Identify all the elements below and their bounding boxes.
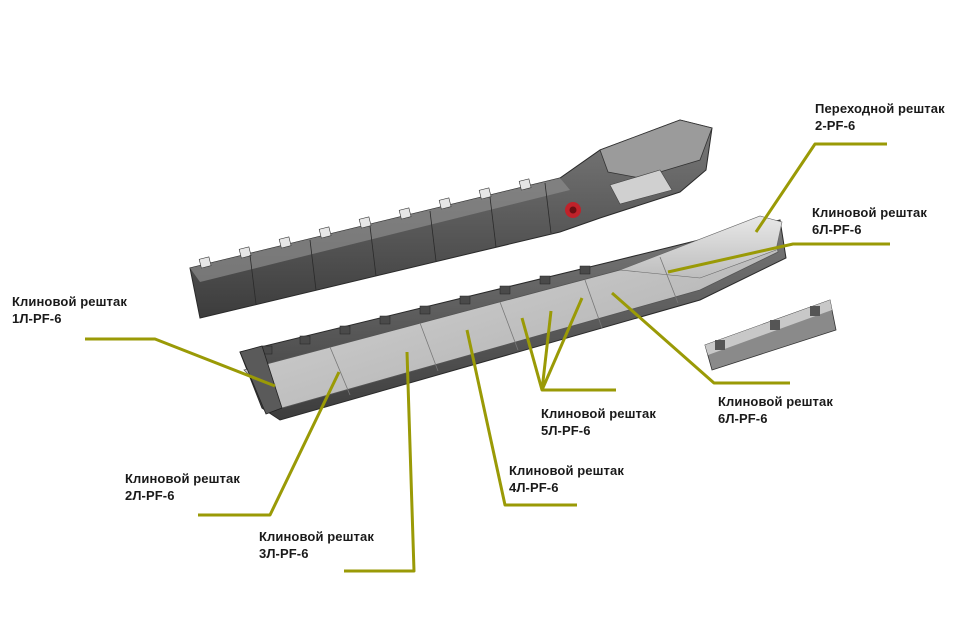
leader-wedge-6l-top [667, 242, 890, 274]
leader-wedge-2l [198, 371, 341, 517]
label-wedge-5l-code: 5Л-PF-6 [541, 423, 591, 438]
label-wedge-4l-code: 4Л-PF-6 [509, 480, 559, 495]
label-wedge-1l: Клиновой рештак 1Л-PF-6 [12, 293, 127, 327]
leader-wedge-6l-right [611, 291, 790, 385]
label-wedge-6l-right: Клиновой рештак 6Л-PF-6 [718, 393, 833, 427]
label-wedge-2l-code: 2Л-PF-6 [125, 488, 175, 503]
label-wedge-4l: Клиновой рештак 4Л-PF-6 [509, 462, 624, 496]
label-wedge-2l-name: Клиновой рештак [125, 471, 240, 486]
label-wedge-1l-name: Клиновой рештак [12, 294, 127, 309]
label-wedge-3l-name: Клиновой рештак [259, 529, 374, 544]
side-brackets [704, 299, 837, 371]
leader-wedge-1l [85, 337, 276, 388]
leader-wedge-4l [465, 329, 577, 507]
upper-side-plate [189, 119, 713, 319]
label-wedge-6l-top-name: Клиновой рештак [812, 205, 927, 220]
label-wedge-3l: Клиновой рештак 3Л-PF-6 [259, 528, 374, 562]
leader-wedge-5l-c [540, 297, 584, 391]
label-wedge-2l: Клиновой рештак 2Л-PF-6 [125, 470, 240, 504]
label-wedge-5l-name: Клиновой рештак [541, 406, 656, 421]
label-wedge-4l-name: Клиновой рештак [509, 463, 624, 478]
leader-transition [754, 142, 887, 233]
label-wedge-6l-right-name: Клиновой рештак [718, 394, 833, 409]
label-wedge-3l-code: 3Л-PF-6 [259, 546, 309, 561]
leader-lines [85, 142, 890, 573]
label-wedge-6l-top-code: 6Л-PF-6 [812, 222, 862, 237]
leader-wedge-3l [344, 351, 416, 573]
label-transition-name: Переходной рештак [815, 101, 945, 116]
label-wedge-6l-right-code: 6Л-PF-6 [718, 411, 768, 426]
label-transition-code: 2-PF-6 [815, 118, 856, 133]
leader-wedge-5l-b [540, 310, 553, 391]
label-wedge-1l-code: 1Л-PF-6 [12, 311, 62, 326]
label-wedge-5l: Клиновой рештак 5Л-PF-6 [541, 405, 656, 439]
label-transition: Переходной рештак 2-PF-6 [815, 100, 945, 134]
label-wedge-6l-top: Клиновой рештак 6Л-PF-6 [812, 204, 927, 238]
